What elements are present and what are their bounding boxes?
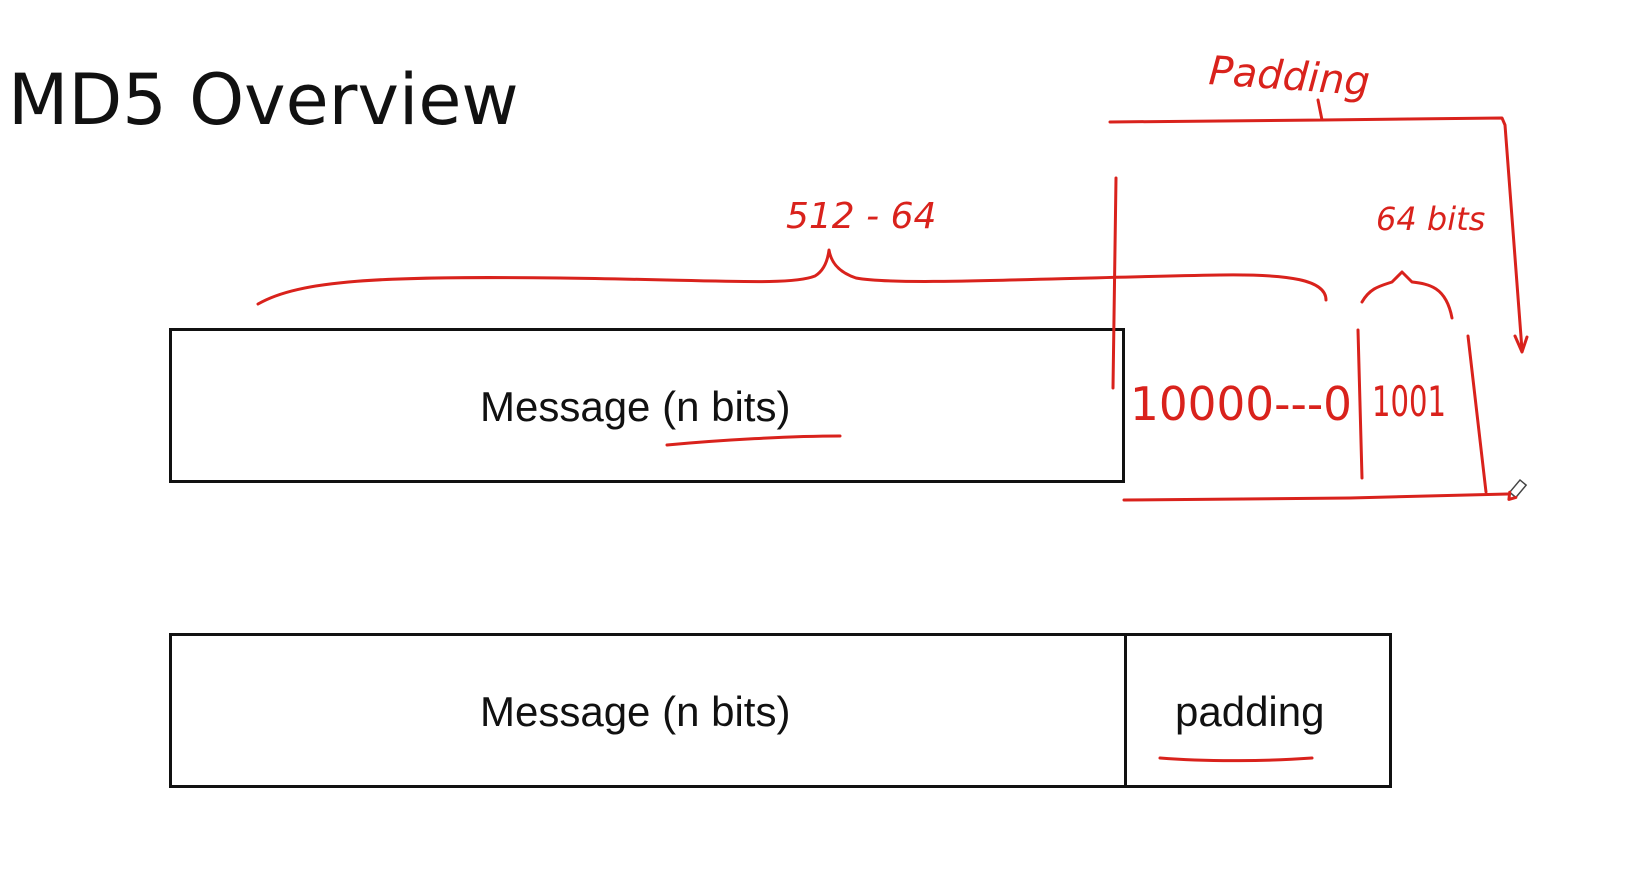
message-block-top: Message (n bits) [169, 328, 1125, 483]
length-divider [1356, 328, 1364, 480]
slide-title: MD5 Overview [8, 59, 519, 141]
bits-note: 64 bits [1376, 200, 1485, 238]
message-label-bottom: Message (n bits) [480, 688, 791, 735]
padding-divider [1124, 636, 1127, 785]
padding-note: Padding [1207, 48, 1371, 105]
size-brace [256, 248, 1328, 306]
length-bits: 1001 [1372, 377, 1446, 426]
size-note: 512 - 64 [786, 196, 936, 237]
bits-brace [1360, 270, 1454, 320]
pad-bits: 10000---0 [1130, 377, 1352, 431]
pencil-cursor-icon [1507, 478, 1528, 501]
padding-end-line [1466, 334, 1488, 494]
padding-arrow-head [1513, 334, 1529, 354]
padding-label: padding [1175, 688, 1325, 735]
padding-baseline [1122, 492, 1510, 502]
message-label-top: Message (n bits) [480, 383, 791, 430]
message-block-bottom: Message (n bits) padding [169, 633, 1392, 788]
padding-bracket [1108, 98, 1524, 352]
